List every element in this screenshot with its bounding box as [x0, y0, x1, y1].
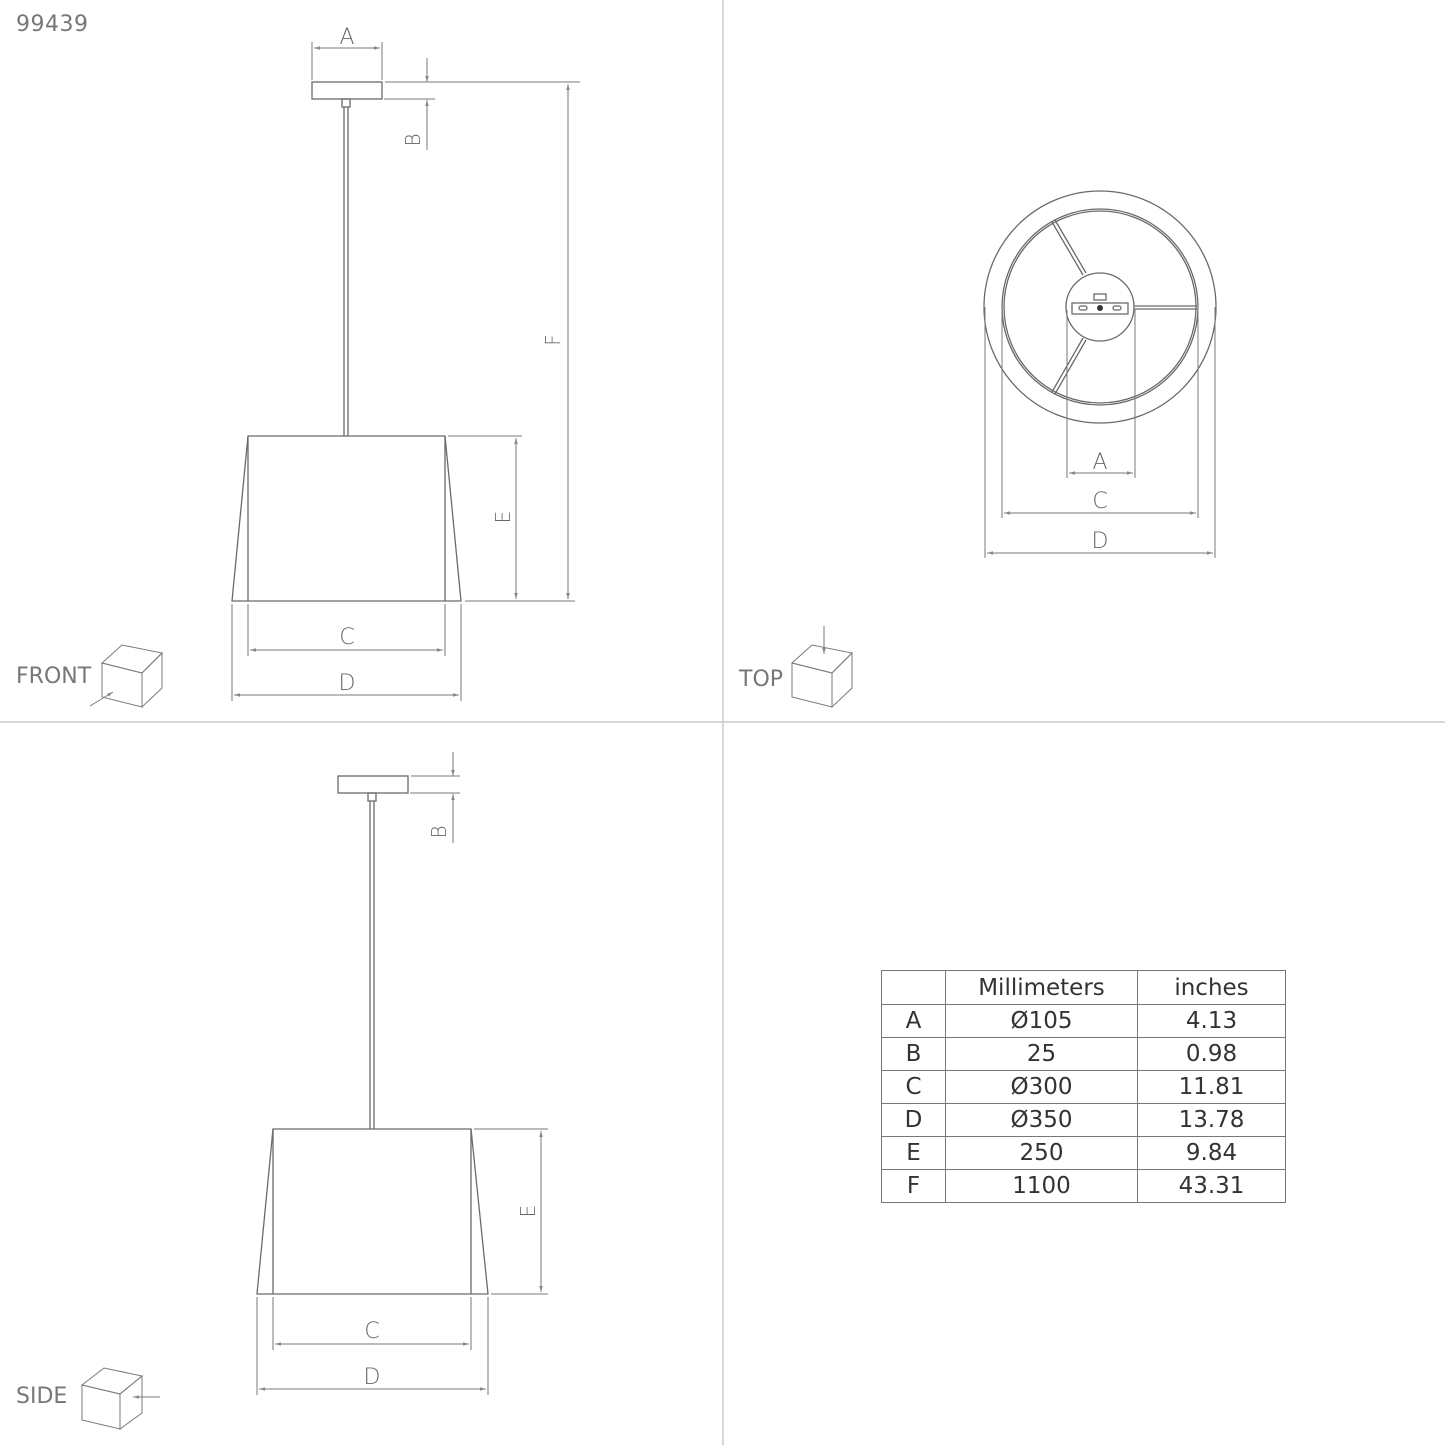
dimension-table: Millimeters inches A Ø105 4.13 B 25 0.98… [881, 970, 1286, 1203]
product-code: 99439 [16, 12, 89, 37]
top-dim-A: A [1092, 450, 1107, 475]
side-shade [256, 1128, 489, 1295]
row-in: 11.81 [1137, 1070, 1286, 1104]
row-in: 9.84 [1137, 1136, 1286, 1170]
front-dim-C: C [339, 625, 354, 650]
side-dim-E: E [516, 1205, 540, 1218]
front-canopy [311, 81, 383, 100]
side-view: B E C D [80, 752, 548, 1430]
table-row: D Ø350 13.78 [881, 1103, 1286, 1137]
row-mm: 25 [945, 1037, 1138, 1071]
top-dim-D: D [1092, 529, 1109, 554]
front-shade [231, 435, 462, 602]
row-key: B [881, 1037, 946, 1071]
side-dim-B: B [427, 825, 451, 838]
top-view-cube-icon [790, 626, 854, 709]
row-mm: Ø350 [945, 1103, 1138, 1137]
row-in: 0.98 [1137, 1037, 1286, 1071]
top-mounting-bracket [1071, 302, 1129, 315]
table-row: E 250 9.84 [881, 1136, 1286, 1170]
row-in: 4.13 [1137, 1004, 1286, 1038]
row-in: 43.31 [1137, 1169, 1286, 1203]
side-view-label: SIDE [16, 1384, 68, 1409]
front-dim-E: E [491, 511, 515, 524]
table-row: B 25 0.98 [881, 1037, 1286, 1071]
header-inches: inches [1137, 970, 1286, 1005]
header-key [881, 970, 946, 1005]
row-key: F [881, 1169, 946, 1203]
front-dim-D: D [339, 671, 356, 696]
row-mm: Ø105 [945, 1004, 1138, 1038]
front-dim-A: A [339, 25, 354, 50]
row-key: C [881, 1070, 946, 1104]
row-key: E [881, 1136, 946, 1170]
table-row: F 1100 43.31 [881, 1169, 1286, 1203]
row-in: 13.78 [1137, 1103, 1286, 1137]
top-outer-circle [983, 190, 1217, 424]
front-dim-B: B [401, 133, 425, 146]
row-mm: Ø300 [945, 1070, 1138, 1104]
table-row: C Ø300 11.81 [881, 1070, 1286, 1104]
top-canopy-circle [1065, 272, 1135, 342]
dimension-table-header: Millimeters inches [881, 970, 1286, 1005]
top-view: A C D [790, 190, 1217, 709]
side-canopy-connector [367, 792, 377, 802]
front-view-cube-icon [89, 644, 164, 709]
row-key: D [881, 1103, 946, 1137]
header-millimeters: Millimeters [945, 970, 1138, 1005]
side-view-cube-icon [80, 1367, 160, 1430]
front-dim-F: F [541, 334, 565, 346]
row-key: A [881, 1004, 946, 1038]
side-dim-C: C [364, 1319, 379, 1344]
front-view: A B F E C D [89, 25, 580, 709]
front-canopy-connector [341, 98, 351, 108]
top-dim-C: C [1092, 489, 1107, 514]
row-mm: 250 [945, 1136, 1138, 1170]
table-row: A Ø105 4.13 [881, 1004, 1286, 1038]
side-canopy [337, 775, 409, 794]
top-view-label: TOP [739, 667, 784, 692]
side-dim-D: D [364, 1365, 381, 1390]
row-mm: 1100 [945, 1169, 1138, 1203]
front-view-label: FRONT [16, 664, 92, 689]
